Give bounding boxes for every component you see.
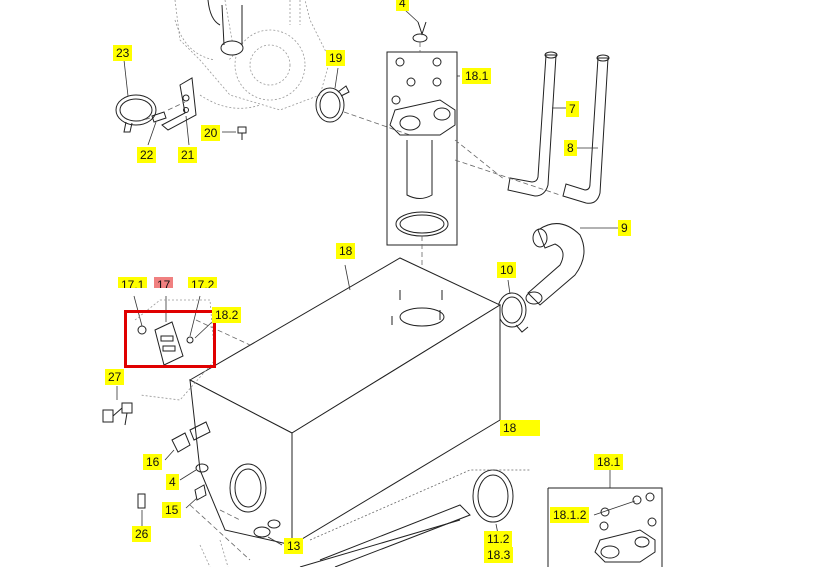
callout-18-1-bottom[interactable]: 18.1: [594, 454, 624, 470]
hose-8: [562, 54, 610, 204]
callout-17[interactable]: 17: [154, 277, 174, 288]
callout-15[interactable]: 15: [162, 502, 182, 518]
callout-22[interactable]: 22: [137, 147, 157, 163]
callout-7[interactable]: 7: [566, 101, 579, 117]
callout-19[interactable]: 19: [326, 50, 346, 66]
callout-20[interactable]: 20: [201, 125, 221, 141]
tank-18: [188, 257, 506, 546]
callout-16[interactable]: 16: [143, 454, 163, 470]
callout-4-top[interactable]: 4: [396, 0, 409, 11]
clamp-13: [189, 504, 283, 561]
screw-20: [222, 126, 247, 140]
callout-17-1[interactable]: 17.1: [118, 277, 148, 288]
callout-8[interactable]: 8: [564, 140, 577, 156]
callout-9[interactable]: 9: [618, 220, 631, 236]
callout-18-right[interactable]: 18: [500, 420, 541, 436]
callout-17-2[interactable]: 17.2: [188, 277, 218, 288]
connector-27: [102, 386, 133, 426]
hose-7: [507, 51, 566, 197]
callout-26[interactable]: 26: [132, 526, 152, 542]
clamp-19: [315, 67, 411, 136]
clamp-10: [497, 279, 529, 333]
callout-27[interactable]: 27: [105, 369, 125, 385]
callout-11-2[interactable]: 11.2: [484, 531, 513, 547]
bottom-rail: [199, 469, 530, 567]
callout-23[interactable]: 23: [113, 45, 133, 61]
sleeve-26: [137, 493, 146, 526]
callout-18-3[interactable]: 18.3: [484, 547, 514, 563]
callout-18-1-top[interactable]: 18.1: [462, 68, 492, 84]
bracket-21: [139, 77, 197, 146]
callout-13[interactable]: 13: [284, 538, 304, 554]
callout-18-tank[interactable]: 18: [336, 243, 356, 259]
filter-assembly-18-1: [386, 51, 460, 300]
callout-18-2[interactable]: 18.2: [212, 307, 242, 323]
clamp-23: [115, 59, 157, 133]
pump-assembly: [174, 0, 331, 111]
clamp-4-mid: [179, 463, 209, 509]
selection-highlight-box: [124, 310, 216, 368]
filter-assembly-18-1-bottom: [547, 470, 663, 567]
callout-21[interactable]: 21: [178, 147, 198, 163]
callout-10[interactable]: 10: [497, 262, 517, 278]
fitting-16: [164, 421, 211, 461]
callout-18-1-2[interactable]: 18.1.2: [550, 507, 590, 523]
hose-9: [525, 223, 622, 306]
callout-4-mid[interactable]: 4: [166, 474, 179, 490]
clamp-4-top: [404, 9, 428, 52]
gasket-11-2: [472, 469, 514, 535]
